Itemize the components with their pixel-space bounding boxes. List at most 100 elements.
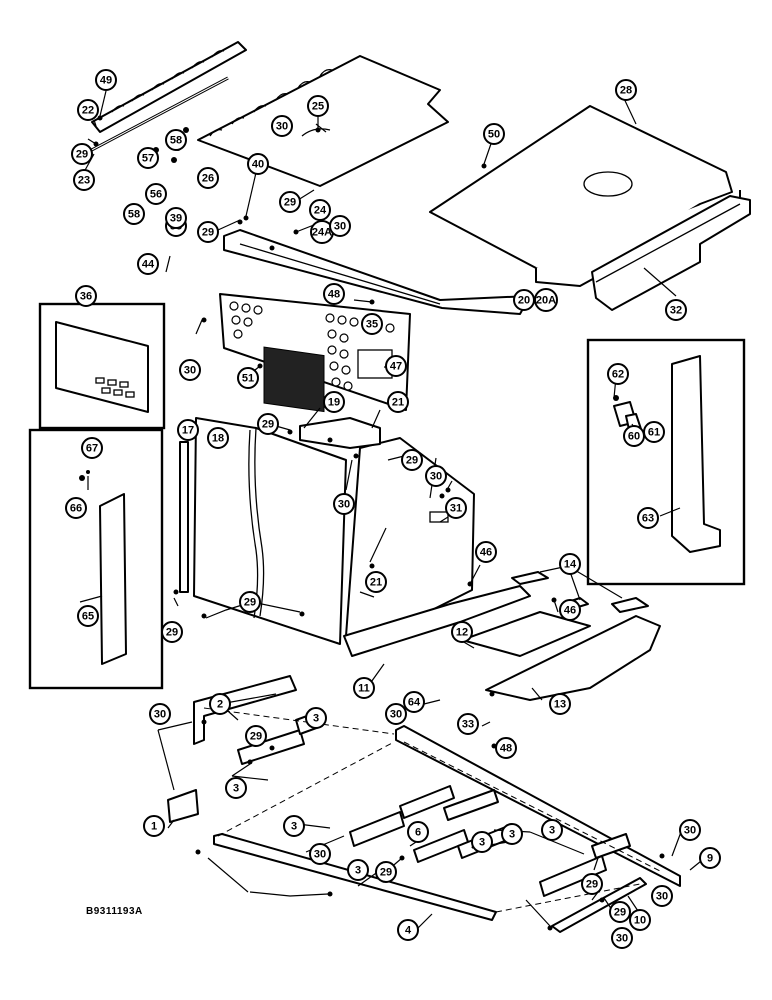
callout-20A: 20A [534,288,558,312]
callout-33: 33 [457,713,479,735]
callout-ring [375,861,397,883]
callout-label: 50 [488,129,500,141]
callout-ring [397,919,419,941]
callout-label: 67 [86,443,98,455]
callout-25: 25 [307,95,329,117]
callout-57: 57 [137,147,159,169]
callout-ring [347,859,369,881]
floor-mats [343,571,661,701]
callout-ring [403,691,425,713]
callout-ring [607,363,629,385]
callout-label: 65 [82,611,94,623]
callout-ring [679,819,701,841]
callout-label: 21 [392,397,404,409]
callout-ring [457,713,479,735]
callout-label: 23 [78,175,90,187]
block-1 [167,789,199,823]
callout-ring [165,207,187,229]
callout-ring [279,191,301,213]
callout-label: 56 [150,189,162,201]
callout-label: 3 [233,783,239,795]
callout-20: 20 [513,289,535,311]
callout-46: 46 [475,541,497,563]
callout-label: 6 [415,827,421,839]
callout-ring [149,703,171,725]
callout-label: 24A [312,227,332,239]
callout-ring [165,129,187,151]
callout-ring [245,725,267,747]
callout-label: 3 [549,825,555,837]
callout-label: 63 [642,513,654,525]
callout-ring [475,541,497,563]
callout-ring [247,153,269,175]
callout-label: 40 [252,159,264,171]
callout-label: 3 [313,713,319,725]
rail-10 [551,877,647,933]
callout-9: 9 [699,847,721,869]
callout-ring [581,873,603,895]
callout-ring [483,123,505,145]
bracket-19 [299,417,381,449]
callout-ring [385,703,407,725]
spacer-blocks [237,711,631,897]
callout-label: 47 [390,361,402,373]
callout-ring [387,391,409,413]
callout-label: 29 [284,197,296,209]
callout-12: 12 [451,621,473,643]
callout-ring [615,79,637,101]
callout-ring [75,285,97,307]
callout-ring [237,367,259,389]
callout-6: 6 [407,821,429,843]
callout-21: 21 [365,571,387,593]
callout-66: 66 [65,497,87,519]
callout-ring [271,115,293,137]
callout-ring [445,497,467,519]
callout-ring [225,777,247,799]
callout-label: 30 [338,499,350,511]
hinge-strip [91,41,247,133]
callout-ring [73,169,95,191]
callout-label: 25 [312,101,324,113]
callout-label: 28 [620,85,632,97]
callout-ring [207,427,229,449]
callout-29: 29 [279,191,301,213]
callout-ring [699,847,721,869]
callout-21: 21 [387,391,409,413]
callout-30: 30 [149,703,171,725]
callout-ring [123,203,145,225]
callout-ring [305,707,327,729]
callout-label: 3 [479,837,485,849]
callout-30: 30 [651,885,673,907]
callout-label: 48 [500,743,512,755]
callout-label: 4 [405,925,412,937]
callout-23: 23 [73,169,95,191]
callout-ring [651,885,673,907]
callout-67: 67 [81,437,103,459]
callout-30: 30 [385,703,407,725]
callout-label: 3 [509,829,515,841]
callout-label: 61 [648,427,660,439]
callout-ring [365,571,387,593]
callout-ring [323,391,345,413]
callout-label: 22 [82,105,94,117]
callout-label: 30 [276,121,288,133]
callout-13: 13 [549,693,571,715]
callout-11: 11 [353,677,375,699]
callout-label: 62 [612,369,624,381]
bracket-2 [193,675,297,745]
callout-label: 20 [518,295,530,307]
callout-ring [71,143,93,165]
callout-30: 30 [679,819,701,841]
callout-label: 29 [244,597,256,609]
callout-label: 26 [202,173,214,185]
callout-label: 29 [586,879,598,891]
callout-label: 29 [250,731,262,743]
callout-29: 29 [581,873,603,895]
callout-label: 10 [634,915,646,927]
callout-ring [549,693,571,715]
callout-3: 3 [471,831,493,853]
callout-label: 29 [76,149,88,161]
callout-label: 29 [406,455,418,467]
callout-ring [323,283,345,305]
